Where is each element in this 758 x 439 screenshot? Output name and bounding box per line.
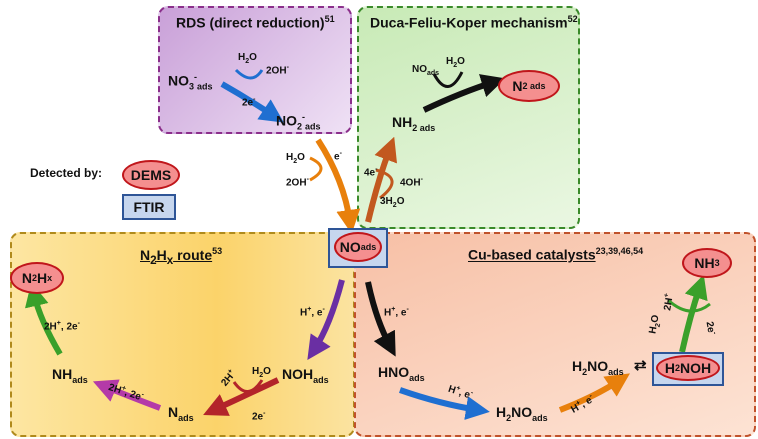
reagent-up-4oh: 4OH- (400, 176, 423, 189)
title-dfk: Duca-Feliu-Koper mechanism52 (370, 14, 578, 31)
species-hno: HNOads (378, 364, 425, 383)
reagent-left-2h2e-vert: 2H+, 2e- (44, 320, 80, 333)
reagent-mid-e: e- (334, 150, 342, 163)
reagent-left-2e: 2e- (252, 410, 266, 423)
arrow-no-to-hno (365, 281, 396, 357)
species-nh-ads: NHads (52, 366, 88, 385)
reagent-rds-h2o: H2O (238, 52, 257, 65)
hook-cu (666, 298, 711, 313)
arrow-no-to-nh2 (365, 136, 398, 223)
equilibrium-symbol: ⇄ (634, 357, 647, 374)
title-rds: RDS (direct reduction)51 (176, 14, 335, 31)
reagent-cu-2e: 2e- (703, 320, 718, 335)
legend-dems: DEMS (122, 160, 180, 190)
species-h2no-right: H2NOads (572, 358, 624, 377)
reagent-dfk-no: NOads (412, 64, 440, 77)
reagent-cu-he-vert: H+, e- (384, 306, 409, 319)
reagent-left-h2o: H2O (252, 366, 271, 379)
arrow-h2noh-to-nh3 (679, 274, 708, 353)
reagent-rds-2e: 2e- (242, 96, 256, 109)
reagent-up-4e: 4e- (364, 166, 378, 179)
reagent-up-3h2o: 3H2O (380, 196, 405, 209)
legend-ftir: FTIR (122, 194, 176, 220)
reagent-left-he: H+, e- (300, 306, 325, 319)
arrow-nh-to-n2hx (25, 282, 63, 356)
title-n2hx: N2Hx route53 (140, 246, 223, 267)
hook-rds (234, 68, 264, 80)
species-h2no-bottom: H2NOads (496, 404, 548, 423)
arrow-n-to-nh (92, 379, 162, 411)
title-cu: Cu-based catalysts23,39,46,54 (468, 246, 644, 263)
reagent-dfk-h2o: H2O (446, 56, 465, 69)
dfk-region (357, 6, 580, 229)
hook-left (232, 379, 264, 393)
arrow-no3-to-no2 (220, 81, 284, 123)
arrow-h2no-to-h2no (558, 373, 630, 413)
n2hx-region (10, 232, 355, 437)
arrow-no-to-noh (307, 279, 345, 360)
species-no3: NO3-ads (168, 72, 213, 92)
reagent-mid-2oh: 2OH- (286, 176, 309, 189)
species-n-ads: Nads (168, 404, 194, 423)
reagent-mid-h2o: H2O (286, 152, 305, 165)
arrow-hno-to-h2no (399, 387, 490, 420)
hook-mid (309, 156, 323, 182)
arrow-no2-to-no (315, 138, 361, 234)
species-no2: NO2-ads (276, 112, 321, 132)
species-noh: NOHads (282, 366, 329, 385)
legend-detected-by: Detected by: (30, 166, 103, 180)
arrow-nh2-to-n2 (422, 74, 506, 113)
arrow-noh-to-n (203, 377, 280, 416)
rds-region (158, 6, 352, 134)
species-nh2: NH2 ads (392, 114, 436, 133)
hook-up (375, 168, 394, 200)
reagent-rds-2oh: 2OH- (266, 64, 289, 77)
hook-dfk (432, 71, 464, 88)
